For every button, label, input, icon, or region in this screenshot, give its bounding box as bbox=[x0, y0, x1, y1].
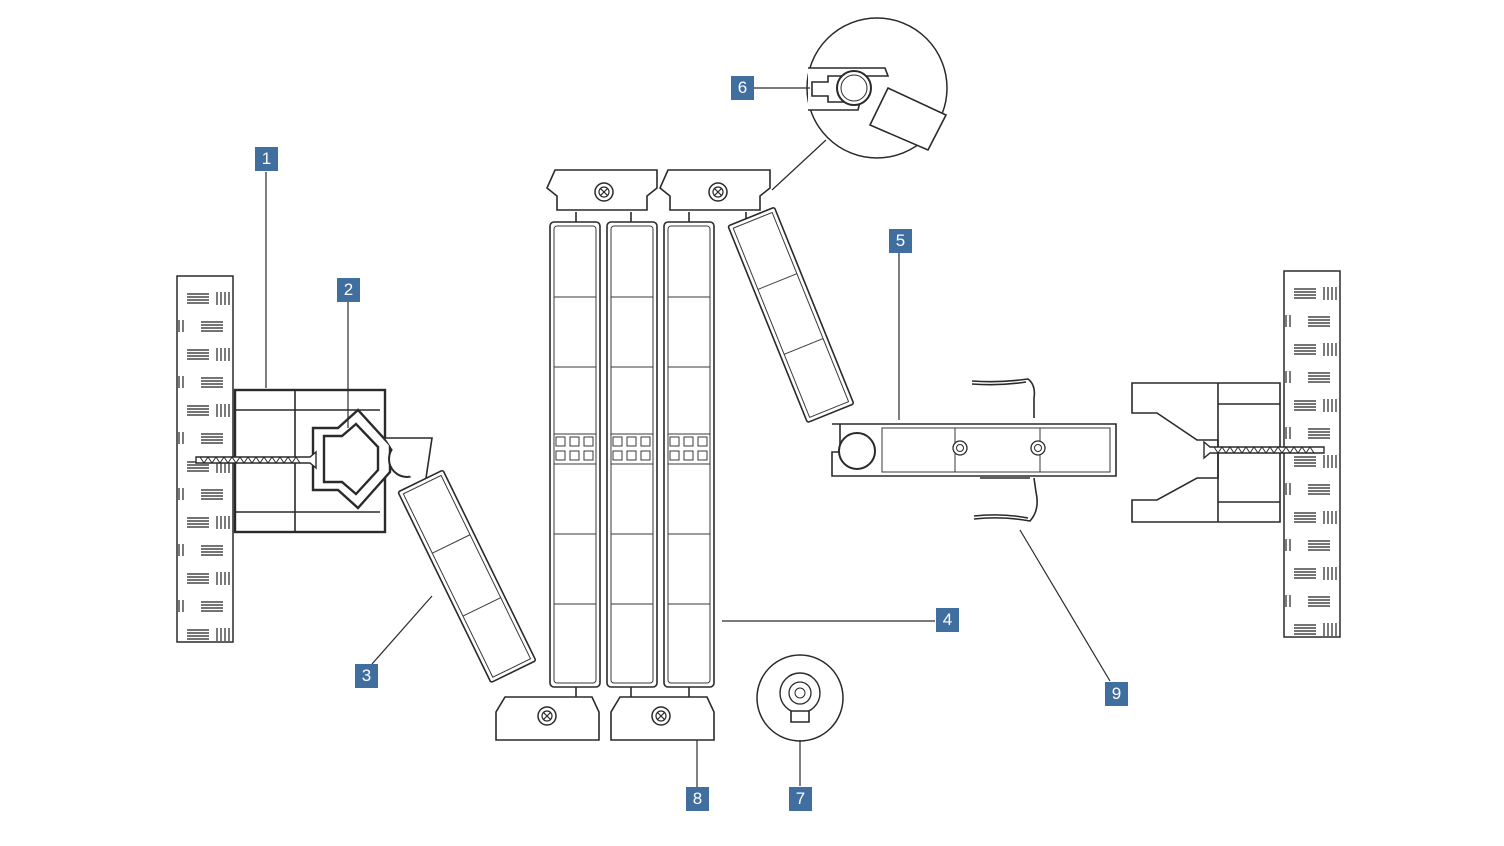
top-clamp-1 bbox=[546, 169, 658, 211]
wall-profile-right bbox=[1131, 382, 1281, 523]
screw-left bbox=[195, 450, 317, 470]
screw-right bbox=[1203, 440, 1325, 460]
gaskets bbox=[971, 378, 1038, 522]
wall-profile-left bbox=[233, 388, 433, 534]
panel-1 bbox=[549, 221, 601, 688]
bottom-clamp-1 bbox=[495, 696, 600, 741]
detail-zoom-circle bbox=[771, 17, 948, 191]
left-wall-assembly bbox=[176, 275, 537, 684]
tilted-panel-top bbox=[727, 206, 855, 424]
panel-3 bbox=[663, 221, 715, 688]
callout-8: 8 bbox=[686, 787, 709, 811]
callout-4: 4 bbox=[936, 608, 959, 632]
top-clamp-2 bbox=[659, 169, 771, 211]
tilted-panel-left bbox=[397, 469, 537, 684]
callout-7: 7 bbox=[789, 787, 812, 811]
horizontal-profile bbox=[831, 423, 1117, 477]
center-panels bbox=[495, 169, 771, 741]
right-wall bbox=[1283, 270, 1341, 638]
leader-lines bbox=[265, 87, 1111, 787]
callout-9: 9 bbox=[1105, 682, 1128, 706]
panel-2 bbox=[606, 221, 658, 688]
cap-fixing bbox=[756, 654, 844, 742]
callout-6: 6 bbox=[731, 76, 754, 100]
callout-5: 5 bbox=[889, 229, 912, 253]
callout-3: 3 bbox=[355, 664, 378, 688]
callout-1: 1 bbox=[255, 147, 278, 171]
right-wall-assembly bbox=[1131, 270, 1341, 638]
callout-2: 2 bbox=[337, 278, 360, 302]
bottom-clamp-2 bbox=[610, 696, 715, 741]
